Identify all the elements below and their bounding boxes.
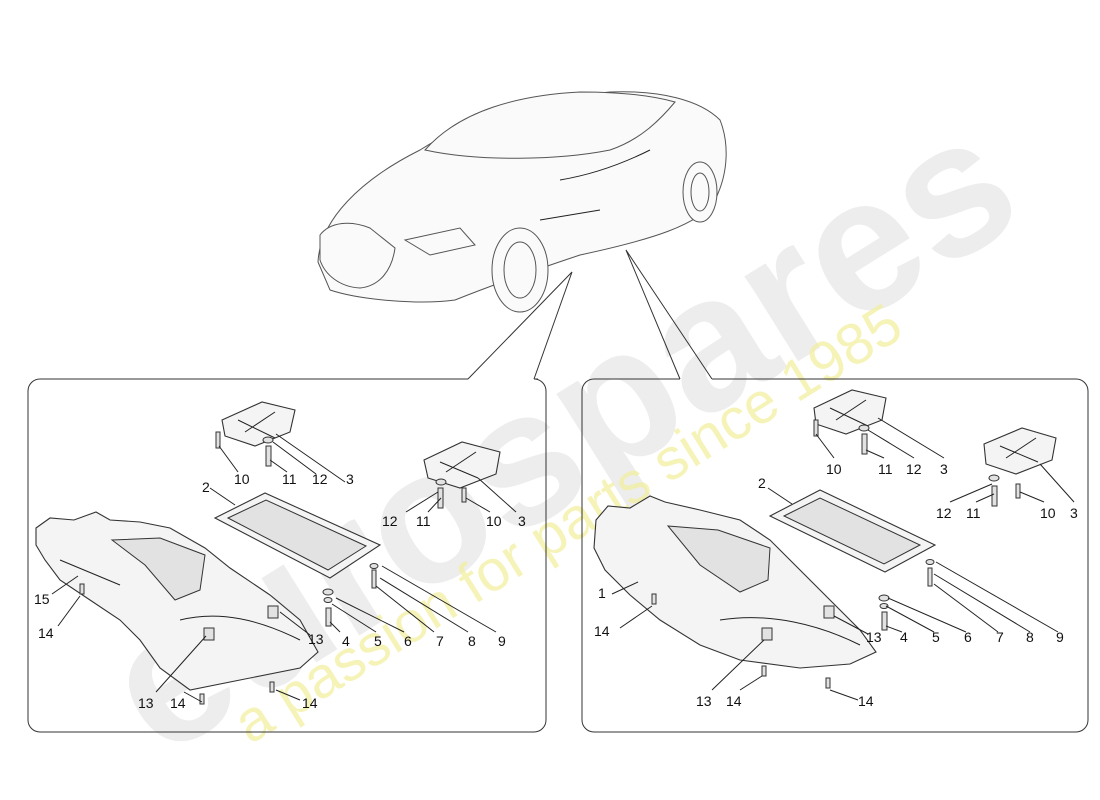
- label-11: 11: [416, 513, 431, 529]
- car-illustration: [317, 91, 727, 313]
- label-3: 3: [518, 513, 526, 529]
- label-8: 8: [1026, 629, 1034, 645]
- left-panel: 2 3 10 11 12 3 12 11 10 3 15 14 13 4 5 6…: [27, 378, 547, 733]
- undertray-right-opening: [666, 525, 771, 593]
- label-14: 14: [302, 695, 318, 711]
- label-3: 3: [940, 461, 948, 477]
- label-2: 2: [758, 475, 766, 491]
- undertray-left-opening: [110, 537, 206, 601]
- label-7: 7: [996, 629, 1004, 645]
- label-9: 9: [498, 633, 506, 649]
- label-13: 13: [138, 695, 154, 711]
- label-12: 12: [936, 505, 952, 521]
- label-10: 10: [1040, 505, 1056, 521]
- label-3: 3: [346, 471, 354, 487]
- label-6: 6: [964, 629, 972, 645]
- label-13: 13: [866, 629, 882, 645]
- label-12: 12: [312, 471, 328, 487]
- label-14: 14: [726, 693, 742, 709]
- label-4: 4: [342, 633, 350, 649]
- label-7: 7: [436, 633, 444, 649]
- label-15: 15: [34, 591, 50, 607]
- bracket-left-mid: [423, 441, 501, 489]
- label-11: 11: [878, 461, 893, 477]
- label-11: 11: [966, 505, 981, 521]
- right-panel-frame: [581, 378, 1089, 733]
- label-14: 14: [170, 695, 186, 711]
- label-14: 14: [38, 625, 54, 641]
- label-14: 14: [858, 693, 874, 709]
- label-6: 6: [404, 633, 412, 649]
- label-8: 8: [468, 633, 476, 649]
- labels-right: 2 10 11 12 3 12 11 10 3 1 14 13 4 5 6 7 …: [594, 461, 1078, 709]
- bracket-right-mid: [983, 427, 1057, 475]
- label-10: 10: [486, 513, 502, 529]
- left-panel-frame: [27, 378, 547, 733]
- label-9: 9: [1056, 629, 1064, 645]
- label-13: 13: [308, 631, 324, 647]
- label-3: 3: [1070, 505, 1078, 521]
- labels-left: 2 3 10 11 12 3 12 11 10 3 15 14 13 4 5 6…: [34, 471, 526, 711]
- label-1: 1: [598, 585, 606, 601]
- pointer-lines: [467, 249, 713, 380]
- leaders-left: [51, 433, 517, 703]
- right-panel: 2 10 11 12 3 12 11 10 3 1 14 13 4 5 6 7 …: [581, 378, 1089, 733]
- label-12: 12: [906, 461, 922, 477]
- label-10: 10: [234, 471, 250, 487]
- label-4: 4: [900, 629, 908, 645]
- label-11: 11: [282, 471, 297, 487]
- label-13: 13: [696, 693, 712, 709]
- label-2: 2: [202, 479, 210, 495]
- bolts-right: [651, 419, 1021, 689]
- label-12: 12: [382, 513, 398, 529]
- leaders-right: [611, 417, 1075, 701]
- label-10: 10: [826, 461, 842, 477]
- label-5: 5: [374, 633, 382, 649]
- label-14: 14: [594, 623, 610, 639]
- label-5: 5: [932, 629, 940, 645]
